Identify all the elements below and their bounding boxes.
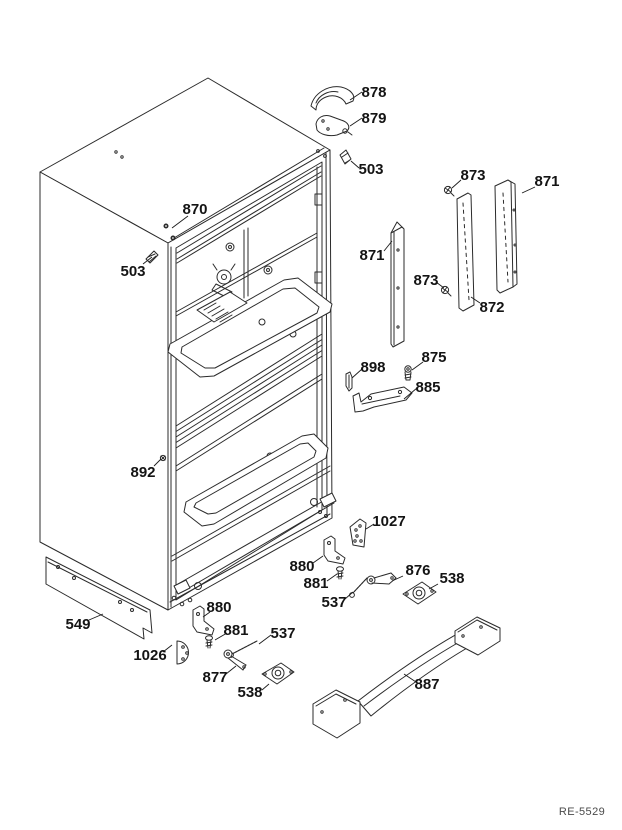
part-870-screws	[163, 223, 176, 241]
callout-870: 870	[182, 201, 207, 218]
part-879-bracket	[315, 115, 353, 137]
part-878-cover	[310, 86, 355, 111]
callout-1027: 1027	[372, 513, 405, 530]
part-881-screw-right	[336, 566, 344, 580]
callout-871-right: 871	[534, 173, 559, 190]
callout-503-top: 503	[358, 161, 383, 178]
callout-538-left: 538	[237, 684, 262, 701]
callout-875: 875	[421, 349, 446, 366]
part-871-rail-mid	[390, 221, 405, 348]
callout-1026: 1026	[133, 647, 166, 664]
part-537-bolt-left	[228, 640, 258, 658]
part-549-panel	[45, 556, 153, 640]
drawing-reference-code: RE-5529	[559, 806, 605, 818]
callout-877: 877	[202, 669, 227, 686]
part-871-rail-right	[494, 179, 518, 294]
part-538-roller-left	[261, 662, 295, 685]
part-1026-bracket	[176, 640, 189, 665]
part-537-bolt-right	[349, 577, 368, 598]
callout-873-mid: 873	[413, 272, 438, 289]
callout-871-mid: 871	[359, 247, 384, 264]
callout-549: 549	[65, 616, 90, 633]
part-875-screw	[404, 365, 412, 381]
callout-872: 872	[479, 299, 504, 316]
part-885-bracket	[352, 386, 413, 413]
cabinet-interior	[167, 227, 337, 607]
callout-885: 885	[415, 379, 440, 396]
part-872-rail	[456, 192, 475, 312]
part-880-bracket-left	[192, 605, 215, 636]
part-1027-plate	[349, 518, 367, 548]
callout-898: 898	[360, 359, 385, 376]
part-503-pin-top	[339, 149, 352, 165]
callout-537-right: 537	[321, 594, 346, 611]
part-877-hinge	[223, 649, 247, 671]
callout-878: 878	[361, 84, 386, 101]
leader-lines	[88, 91, 536, 691]
callout-881-left: 881	[223, 622, 248, 639]
callout-880-right: 880	[289, 558, 314, 575]
callout-879: 879	[361, 110, 386, 127]
part-873-screw-top	[443, 185, 455, 197]
callout-labels: 878 879 503 870 503 873 871 872 873 871 …	[65, 84, 559, 701]
callout-873-top: 873	[460, 167, 485, 184]
part-538-roller-right	[402, 581, 437, 605]
callout-880-left: 880	[206, 599, 231, 616]
callout-503-left: 503	[120, 263, 145, 280]
callout-881-right: 881	[303, 575, 328, 592]
callout-876: 876	[405, 562, 430, 579]
part-881-screw-left	[205, 635, 213, 649]
part-876-hinge	[366, 572, 397, 585]
part-873-screw-mid	[440, 285, 452, 297]
callout-887: 887	[414, 676, 439, 693]
part-892-screw	[159, 454, 167, 462]
callout-892: 892	[130, 464, 155, 481]
callout-537-left: 537	[270, 625, 295, 642]
part-880-bracket-right	[323, 535, 346, 565]
part-898-clip	[345, 371, 353, 392]
part-887-rail	[312, 616, 501, 739]
callout-538-right: 538	[439, 570, 464, 587]
